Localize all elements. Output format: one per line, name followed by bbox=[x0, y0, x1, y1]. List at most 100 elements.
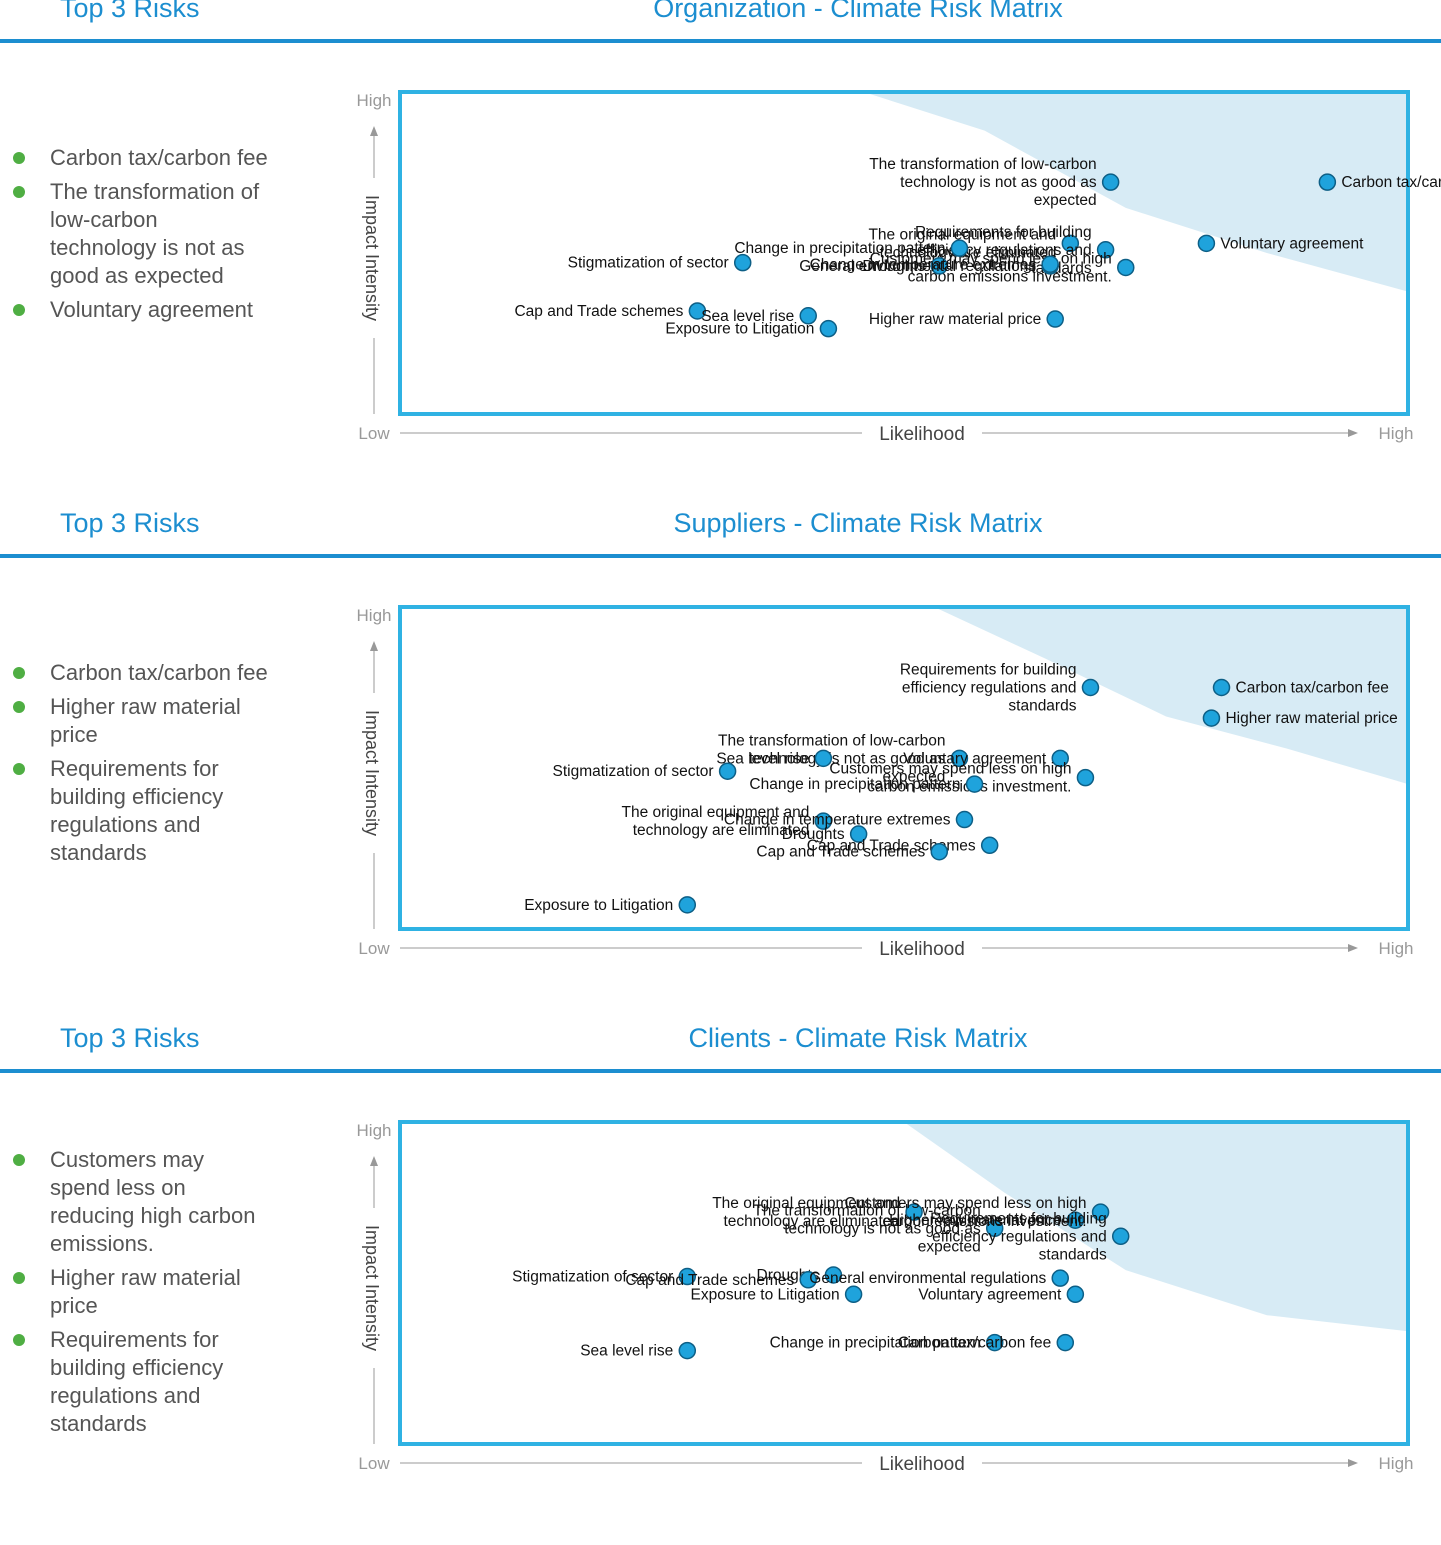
risk-point bbox=[1061, 234, 1080, 253]
risk-point bbox=[1212, 678, 1231, 697]
x-axis-arrow-icon bbox=[1348, 1459, 1358, 1467]
risk-point bbox=[814, 749, 833, 768]
risk-point bbox=[950, 239, 969, 257]
x-axis-high-label: High bbox=[1379, 1454, 1414, 1473]
bullet-dot-icon bbox=[13, 1334, 25, 1346]
risk-point-label: The transformation of low-carbon bbox=[869, 156, 1096, 173]
x-axis-high-label: High bbox=[1379, 939, 1414, 958]
top-risk-item: Higher raw material price bbox=[10, 693, 270, 749]
risk-point-label: Cap and Trade schemes bbox=[514, 303, 683, 320]
top-risk-item: Customers may spend less on reducing hig… bbox=[10, 1146, 270, 1258]
chart-title: Clients - Climate Risk Matrix bbox=[688, 1023, 1028, 1053]
risk-point bbox=[824, 1266, 843, 1284]
x-axis-label: Likelihood bbox=[879, 1454, 965, 1475]
x-axis-low-label: Low bbox=[358, 1454, 390, 1473]
risk-point bbox=[955, 810, 974, 829]
risk-point-label: expected bbox=[883, 768, 946, 785]
suppliers-section: Top 3 Risks Suppliers - Climate Risk Mat… bbox=[0, 508, 1441, 1030]
risk-point-label: Carbon tax/carbon fee bbox=[1341, 174, 1441, 191]
risk-point bbox=[1066, 1211, 1085, 1229]
risk-point-label: Higher raw material price bbox=[869, 311, 1041, 328]
top-risks-list: Carbon tax/carbon fee Higher raw materia… bbox=[10, 659, 270, 873]
risk-point-label: Voluntary agreement bbox=[903, 750, 1047, 767]
risk-point-label: standards bbox=[1039, 1246, 1107, 1263]
risk-point-label: The transformation of low-carbon bbox=[718, 732, 945, 749]
risk-point-label: Voluntary agreement bbox=[918, 1286, 1062, 1303]
risk-point-label: carbon emissions investment. bbox=[882, 1213, 1086, 1230]
plot-frame bbox=[398, 90, 1410, 416]
risk-point bbox=[965, 775, 984, 793]
risk-point-label: The original equipment and bbox=[712, 1195, 900, 1212]
risk-point bbox=[930, 257, 949, 275]
risk-point bbox=[905, 1203, 923, 1221]
risk-point bbox=[1101, 173, 1120, 191]
risk-point bbox=[1051, 1269, 1069, 1287]
risk-point bbox=[799, 307, 817, 325]
risk-point-label: Droughts bbox=[862, 258, 925, 275]
top-risk-item: Requirements for building efficiency reg… bbox=[10, 1326, 270, 1438]
plot-frame bbox=[398, 605, 1410, 931]
risk-point bbox=[1117, 258, 1135, 277]
risk-point bbox=[678, 1341, 697, 1360]
chart-title: Suppliers - Climate Risk Matrix bbox=[673, 508, 1043, 538]
risk-point-label: technology is not as good as bbox=[784, 1220, 981, 1237]
top-risks-list: Carbon tax/carbon fee The transformation… bbox=[10, 144, 270, 330]
risk-point bbox=[688, 302, 707, 320]
risk-point-label: Carbon tax/carbon fee bbox=[1236, 680, 1389, 697]
x-axis-label: Likelihood bbox=[879, 424, 965, 445]
top-risk-label: Customers may spend less on reducing hig… bbox=[50, 1147, 256, 1256]
risk-point bbox=[1096, 241, 1115, 259]
y-axis-arrow-icon bbox=[370, 1156, 378, 1166]
risk-point-label: Change in temperature extremes bbox=[810, 256, 1037, 273]
risk-point bbox=[1076, 768, 1095, 787]
risk-point-label: technology is not as good as bbox=[749, 750, 946, 767]
risk-point bbox=[985, 1219, 1004, 1238]
risk-point bbox=[985, 1333, 1004, 1352]
y-axis-arrow-icon bbox=[370, 126, 378, 136]
organization-section: Top 3 Risks Organization - Climate Risk … bbox=[0, 0, 1441, 515]
y-axis-label: Impact Intensity bbox=[362, 1225, 382, 1351]
risk-point bbox=[1041, 255, 1059, 274]
risk-point-label: Exposure to Litigation bbox=[665, 321, 814, 338]
risk-point-label: Droughts bbox=[782, 826, 845, 843]
risk-point-label: expected bbox=[918, 1238, 981, 1255]
bullet-dot-icon bbox=[13, 667, 25, 679]
y-axis-label: Impact Intensity bbox=[362, 195, 382, 321]
risk-point-label: technology are eliminated bbox=[880, 244, 1057, 261]
top-risk-label: Carbon tax/carbon fee bbox=[50, 145, 268, 170]
x-axis-low-label: Low bbox=[358, 939, 390, 958]
y-axis-high-label: High bbox=[357, 606, 392, 625]
risk-point bbox=[678, 896, 697, 914]
risk-point bbox=[718, 762, 737, 780]
risk-point-label: Stigmatization of sector bbox=[512, 1269, 673, 1286]
risk-point-label: Higher raw material price bbox=[889, 1212, 1061, 1229]
risk-point-label: Stigmatization of sector bbox=[552, 763, 713, 780]
risk-point-label: Cap and Trade schemes bbox=[625, 1272, 794, 1289]
risk-point bbox=[1066, 1285, 1085, 1304]
bullet-dot-icon bbox=[13, 1272, 25, 1284]
x-axis-high-label: High bbox=[1379, 424, 1414, 443]
x-axis-label: Likelihood bbox=[879, 939, 965, 960]
risk-point bbox=[1091, 1203, 1110, 1221]
risk-point bbox=[819, 319, 838, 338]
top-risk-item: Higher raw material price bbox=[10, 1264, 270, 1320]
risk-point-label: The original equipment and bbox=[622, 804, 810, 821]
top-risk-label: Higher raw material price bbox=[50, 694, 241, 747]
risk-point-label: standards bbox=[1008, 698, 1076, 715]
top-risks-heading: Top 3 Risks bbox=[60, 0, 200, 23]
heading-divider bbox=[0, 39, 1441, 43]
risk-point-label: Sea level rise bbox=[716, 750, 809, 767]
risk-point bbox=[1111, 1227, 1130, 1246]
top-risk-label: Carbon tax/carbon fee bbox=[50, 660, 268, 685]
risk-point-label: Exposure to Litigation bbox=[691, 1286, 840, 1303]
high-risk-zone bbox=[904, 1122, 1408, 1332]
bullet-dot-icon bbox=[13, 701, 25, 713]
risk-point-label: The original equipment and bbox=[868, 226, 1056, 243]
y-axis-high-label: High bbox=[357, 91, 392, 110]
top-risk-item: Carbon tax/carbon fee bbox=[10, 659, 270, 687]
risk-point-label: General environmental regulations bbox=[809, 1270, 1046, 1287]
top-risk-label: Requirements for building efficiency reg… bbox=[50, 1327, 224, 1436]
risk-point bbox=[1202, 709, 1221, 727]
x-axis-low-label: Low bbox=[358, 424, 390, 443]
